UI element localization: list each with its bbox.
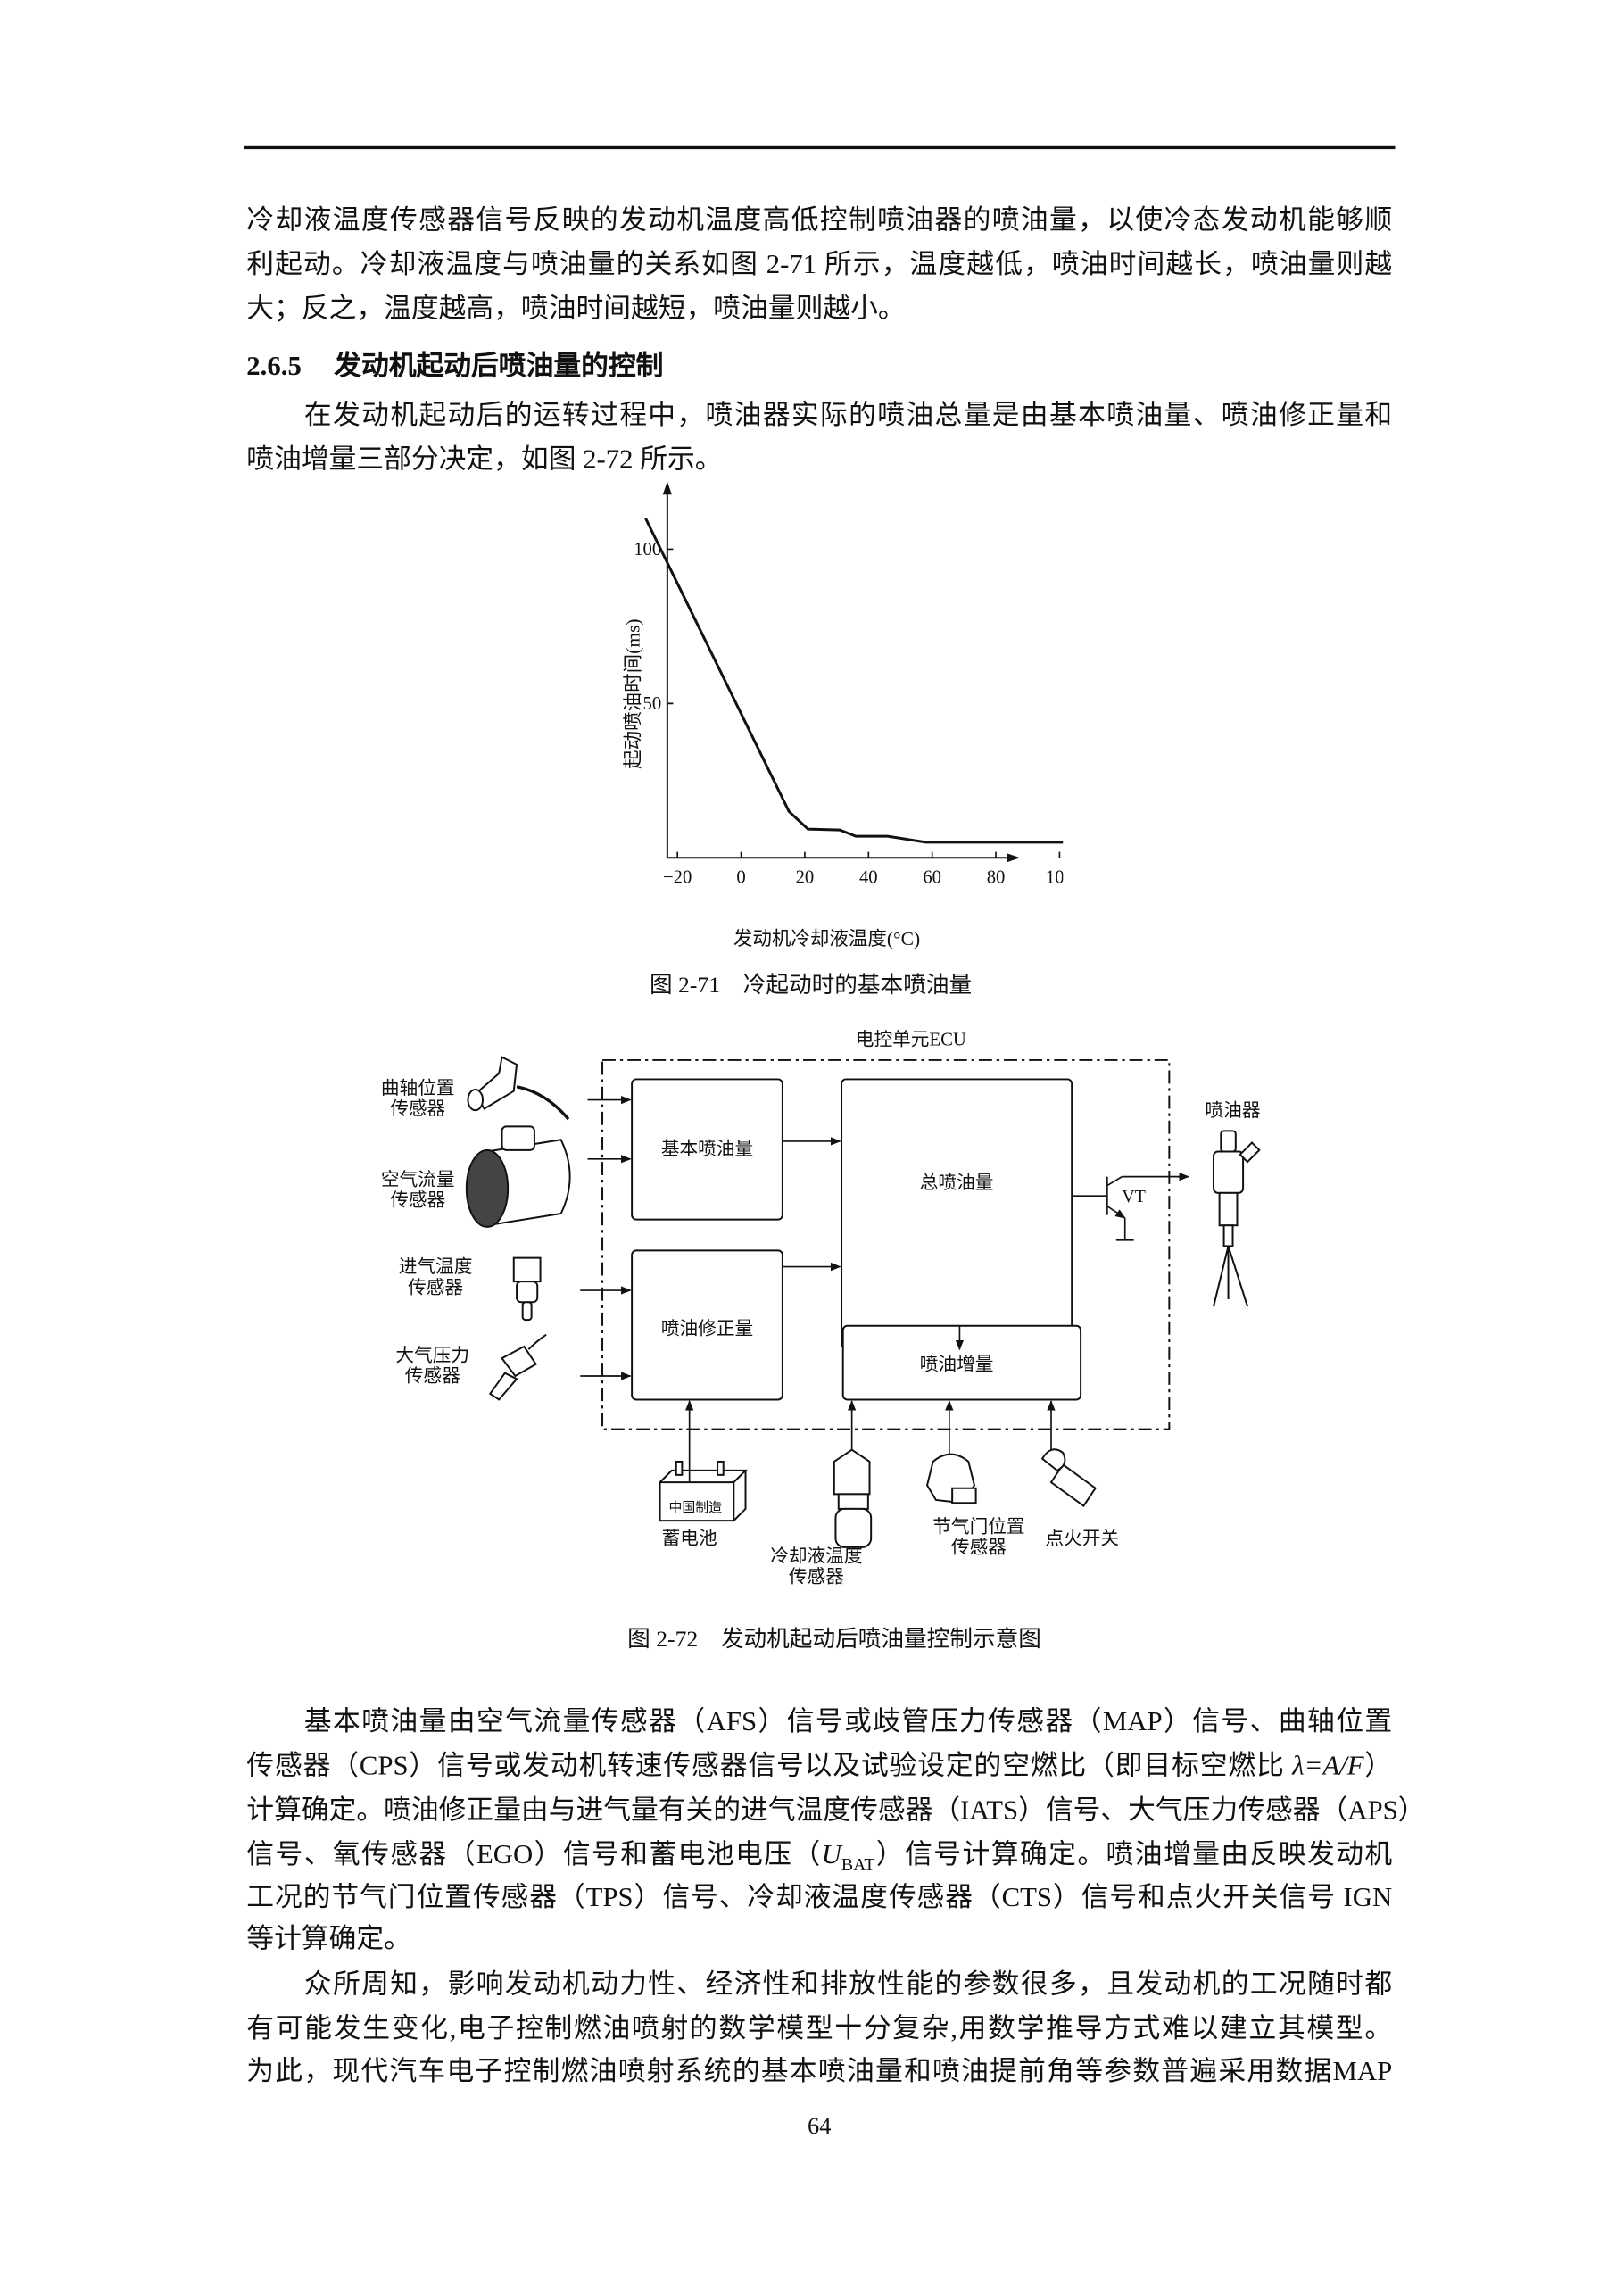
throttle-sensor-icon <box>925 1453 977 1504</box>
x-tick-label: 60 <box>923 867 941 887</box>
figure-caption-2-71: 图 2-71 冷起动时的基本喷油量 <box>649 973 973 999</box>
paragraph-line: 工况的节气门位置传感器（TPS）信号、冷却液温度传感器（CTS）信号和点火开关信… <box>246 1882 1393 1914</box>
paragraph-line: 喷油增量三部分决定，如图 2-72 所示。 <box>246 444 723 476</box>
battery-voltage-symbol: U <box>821 1839 841 1871</box>
crank-sensor-icon <box>467 1056 570 1121</box>
y-tick-label: 100 <box>634 540 661 559</box>
paragraph-line: 信号、氧传感器（EGO）信号和蓄电池电压（UBAT）信号计算确定。喷油增量由反映… <box>246 1839 1393 1875</box>
cold-start-chart: −2002040608010012050100 发动机冷却液温度(°C) 起动喷… <box>622 481 1064 949</box>
section-heading: 2.6.5 发动机起动后喷油量的控制 <box>246 344 663 384</box>
transistor-label: VT <box>1122 1187 1145 1206</box>
x-tick-label: 100 <box>1046 867 1063 887</box>
block-correction <box>631 1249 783 1401</box>
ignition-switch-label: 点火开关 <box>1045 1529 1119 1549</box>
baro-sensor-icon <box>488 1333 547 1401</box>
battery-icon <box>659 1460 748 1522</box>
paragraph-line: 众所周知，影响发动机动力性、经济性和排放性能的参数很多，且发动机的工况随时都 <box>303 1969 1393 2001</box>
injector-label: 喷油器 <box>1205 1100 1260 1121</box>
chart-ylabel: 起动喷油时间(ms) <box>622 618 643 768</box>
block-total-label: 总喷油量 <box>920 1173 994 1193</box>
paragraph-line: 冷却液温度传感器信号反映的发动机温度高低控制喷油器的喷油量，以使冷态发动机能够顺 <box>246 204 1393 236</box>
block-total <box>841 1078 1073 1349</box>
paragraph-line: 为此，现代汽车电子控制燃油喷射系统的基本喷油量和喷油提前角等参数普遍采用数据MA… <box>246 2056 1393 2088</box>
intake-temp-sensor-label: 进气温度传感器 <box>399 1256 473 1297</box>
paragraph-line: 在发动机起动后的运转过程中，喷油器实际的喷油总量是由基本喷油量、喷油修正量和 <box>303 400 1393 432</box>
figure-caption-2-72: 图 2-72 发动机起动后喷油量控制示意图 <box>627 1627 1041 1653</box>
x-tick-label: 80 <box>987 867 1006 887</box>
x-tick-label: 20 <box>796 867 815 887</box>
airflow-sensor-label: 空气流量传感器 <box>381 1170 455 1211</box>
section-number: 2.6.5 <box>246 351 302 383</box>
paragraph-line: 传感器（CPS）信号或发动机转速传感器信号以及试验设定的空燃比（即目标空燃比 λ… <box>246 1751 1393 1782</box>
paragraph-line: 利起动。冷却液温度与喷油量的关系如图 2-71 所示，温度越低，喷油时间越长，喷… <box>246 249 1393 281</box>
block-basic <box>631 1078 783 1221</box>
y-axis-arrow-icon <box>662 481 672 495</box>
block-basic-label: 基本喷油量 <box>661 1139 753 1159</box>
block-correction-label: 喷油修正量 <box>661 1319 753 1339</box>
page-number: 64 <box>808 2114 832 2140</box>
injector-icon <box>1213 1130 1261 1307</box>
block-increase-label: 喷油增量 <box>920 1354 994 1374</box>
header-rule <box>243 145 1396 150</box>
paragraph-line: 计算确定。喷油修正量由与进气量有关的进气温度传感器（IATS）信号、大气压力传感… <box>246 1795 1426 1827</box>
throttle-sensor-label: 节气门位置传感器 <box>932 1516 1024 1557</box>
paragraph-line: 基本喷油量由空气流量传感器（AFS）信号或歧管压力传感器（MAP）信号、曲轴位置 <box>303 1706 1393 1738</box>
paragraph-line: 等计算确定。 <box>246 1923 411 1955</box>
chart-xlabel: 发动机冷却液温度(°C) <box>733 928 920 949</box>
ecu-boundary <box>601 1058 1171 1430</box>
x-tick-label: 0 <box>736 867 745 887</box>
airflow-sensor-icon <box>465 1125 571 1228</box>
block-increase <box>841 1324 1082 1401</box>
crank-sensor-label: 曲轴位置传感器 <box>381 1078 455 1119</box>
x-tick-label: 40 <box>859 867 878 887</box>
coolant-sensor-label: 冷却液温度传感器 <box>770 1546 862 1587</box>
battery-mark: 中国制造 <box>669 1500 723 1515</box>
baro-sensor-label: 大气压力传感器 <box>395 1345 469 1386</box>
series-line <box>644 518 1064 844</box>
y-tick-label: 50 <box>643 694 662 714</box>
ecu-diagram: 电控单元ECU 基本喷油量 总喷油量 喷油修正量 喷油增量 <box>381 1029 1261 1587</box>
x-axis-arrow-icon <box>1007 853 1021 863</box>
x-tick-label: −20 <box>663 867 692 887</box>
section-title: 发动机起动后喷油量的控制 <box>334 350 664 381</box>
intake-temp-sensor-icon <box>512 1256 542 1322</box>
paragraph-line: 有可能发生变化,电子控制燃油喷射的数学模型十分复杂,用数学推导方式难以建立其模型… <box>246 2013 1393 2045</box>
paragraph-line: 大；反之，温度越高，喷油时间越短，喷油量则越小。 <box>246 294 906 325</box>
coolant-sensor-icon <box>833 1448 873 1548</box>
air-fuel-formula: λ=A/F <box>1292 1751 1364 1782</box>
ignition-switch-icon <box>1040 1448 1097 1508</box>
ecu-label: 电控单元ECU <box>856 1029 966 1049</box>
battery-label: 蓄电池 <box>662 1529 717 1549</box>
